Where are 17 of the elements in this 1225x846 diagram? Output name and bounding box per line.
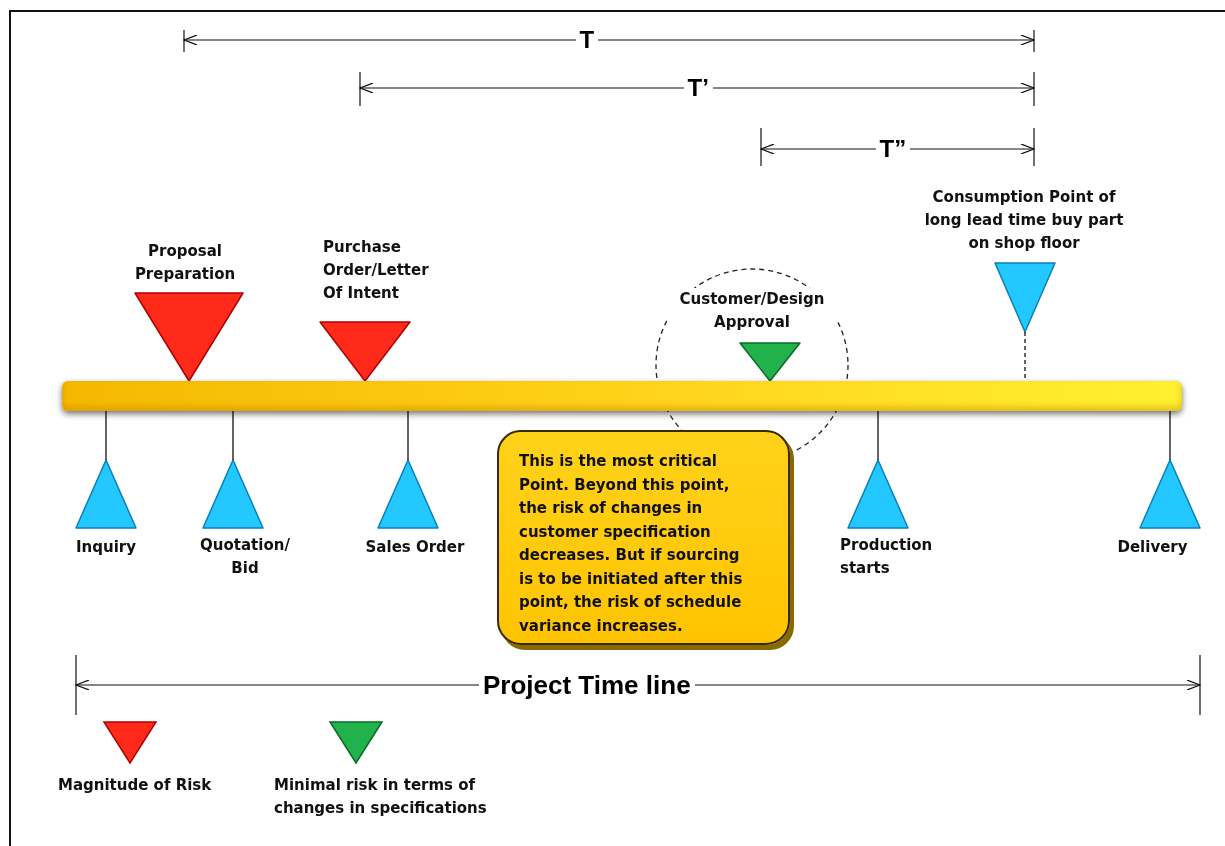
- milestone-marker-triangle: [378, 460, 438, 528]
- risk-marker-triangle: [320, 322, 410, 381]
- timeline-bar: [62, 381, 1182, 411]
- milestone-marker-triangle: [1140, 460, 1200, 528]
- milestone-marker-triangle: [203, 460, 263, 528]
- connector-line: [407, 410, 409, 461]
- connector-line: [105, 410, 107, 461]
- risk-marker-triangle: [135, 293, 243, 381]
- milestone-marker-triangle: [848, 460, 908, 528]
- milestone-marker-triangle: [76, 460, 136, 528]
- legend-label: Magnitude of Risk: [58, 775, 213, 796]
- connector-line: [877, 410, 879, 461]
- connector-line: [1169, 410, 1171, 461]
- milestone-marker-triangle: [995, 263, 1055, 332]
- connector-line: [232, 410, 234, 461]
- milestone-marker-triangle: [740, 343, 800, 381]
- legend-label: Minimal risk in terms of changes in specifications: [274, 775, 488, 819]
